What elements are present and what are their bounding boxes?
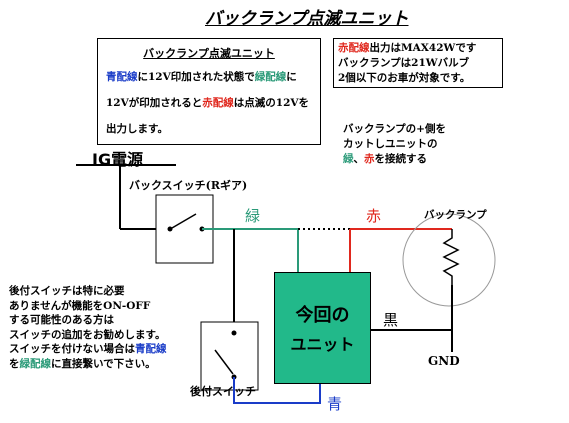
green-wire-term: 緑配線 — [254, 71, 287, 83]
black-wire-label: 黒 — [383, 311, 399, 329]
retrofit-note-line: スイッチを付けない場合は青配線 — [9, 342, 167, 357]
retrofit-note-line: スイッチの追加をお勧めします。 — [9, 328, 166, 341]
cut-note-text: を接続する — [374, 153, 428, 165]
info-text: は点滅の12Vを — [233, 97, 310, 109]
red-wire-label: 赤 — [366, 207, 382, 225]
red-wire-term: 赤配線 — [338, 42, 370, 54]
spec-note-box: 赤配線出力はMAX42Wです バックランプは21Wバルブ 2個以下のお車が対象で… — [333, 38, 503, 88]
unit-label-line-1: 今回の — [295, 305, 350, 326]
retrofit-switch-box — [200, 321, 259, 391]
back-lamp-icon — [402, 213, 496, 307]
red-wire-term: 赤配線 — [202, 97, 234, 109]
retrofit-note: 後付スイッチは特に必要 ありませんが機能をON-OFF する可能性のある方は ス… — [9, 284, 167, 371]
retrofit-switch-lever — [214, 349, 234, 375]
back-switch-label: バックスイッチ(Rギア) — [129, 179, 248, 192]
retrofit-note-text: スイッチを付けない場合は — [9, 343, 135, 355]
blue-wire — [233, 377, 321, 404]
retrofit-note-text: を — [9, 357, 20, 370]
retrofit-note-line: を緑配線に直接繋いで下さい。 — [9, 357, 167, 372]
gnd-label: GND — [428, 354, 460, 368]
ig-power-label: IG電源 — [92, 150, 144, 169]
green-term: 緑 — [343, 153, 354, 165]
retrofit-note-line: 後付スイッチは特に必要 — [9, 285, 125, 297]
info-line-1: 青配線に12V印加された状態で緑配線に — [106, 69, 297, 84]
page-title: バックランプ点滅ユニット — [205, 9, 409, 29]
info-box: バックランプ点滅ユニット 青配線に12V印加された状態で緑配線に 12Vが印加さ… — [97, 38, 321, 145]
unit-label-line-2: ユニット — [290, 335, 355, 354]
cut-note-line-2: カットしユニットの — [343, 138, 438, 150]
info-text: に12V印加された状態で — [137, 71, 255, 83]
switch-contact — [167, 226, 173, 232]
spec-line-3: 2個以下のお車が対象です。 — [338, 72, 471, 84]
separator: 、 — [353, 153, 365, 165]
info-text: に — [286, 71, 297, 83]
retrofit-switch-label: 後付スイッチ — [190, 385, 256, 398]
unit-box: 今回の ユニット — [274, 272, 371, 384]
spec-text: 出力はMAX42Wです — [369, 42, 477, 54]
cut-note: バックランプの+側を カットしユニットの 緑、赤を接続する — [343, 122, 446, 167]
info-text: 12Vが印加されると — [106, 97, 203, 109]
spec-line-2: バックランプは21Wバルブ — [338, 57, 470, 69]
info-box-heading: バックランプ点滅ユニット — [143, 47, 275, 60]
red-term: 赤 — [364, 153, 375, 165]
back-switch-lever — [171, 213, 197, 229]
info-line-2: 12Vが印加されると赤配線は点滅の12Vを — [106, 95, 309, 110]
retrofit-note-line: ありませんが機能をON-OFF — [9, 299, 151, 312]
back-lamp-label: バックランプ — [424, 209, 487, 221]
retrofit-note-text: に直接繋いで下さい。 — [51, 357, 156, 370]
retrofit-note-line: する可能性のある方は — [9, 314, 114, 326]
info-line-3: 出力します。 — [106, 123, 168, 135]
green-wire-term: 緑配線 — [19, 357, 52, 370]
switch-contact — [231, 330, 237, 336]
cut-note-line-3: 緑、赤を接続する — [343, 152, 446, 167]
spec-line-1: 赤配線出力はMAX42Wです — [338, 41, 498, 56]
blue-wire-label: 青 — [327, 395, 343, 413]
lamp-filament — [442, 229, 460, 285]
blue-wire-term: 青配線 — [135, 343, 167, 355]
cut-note-line-1: バックランプの+側を — [343, 123, 446, 135]
green-wire-label: 緑 — [245, 207, 261, 225]
blue-wire-term: 青配線 — [106, 71, 138, 83]
